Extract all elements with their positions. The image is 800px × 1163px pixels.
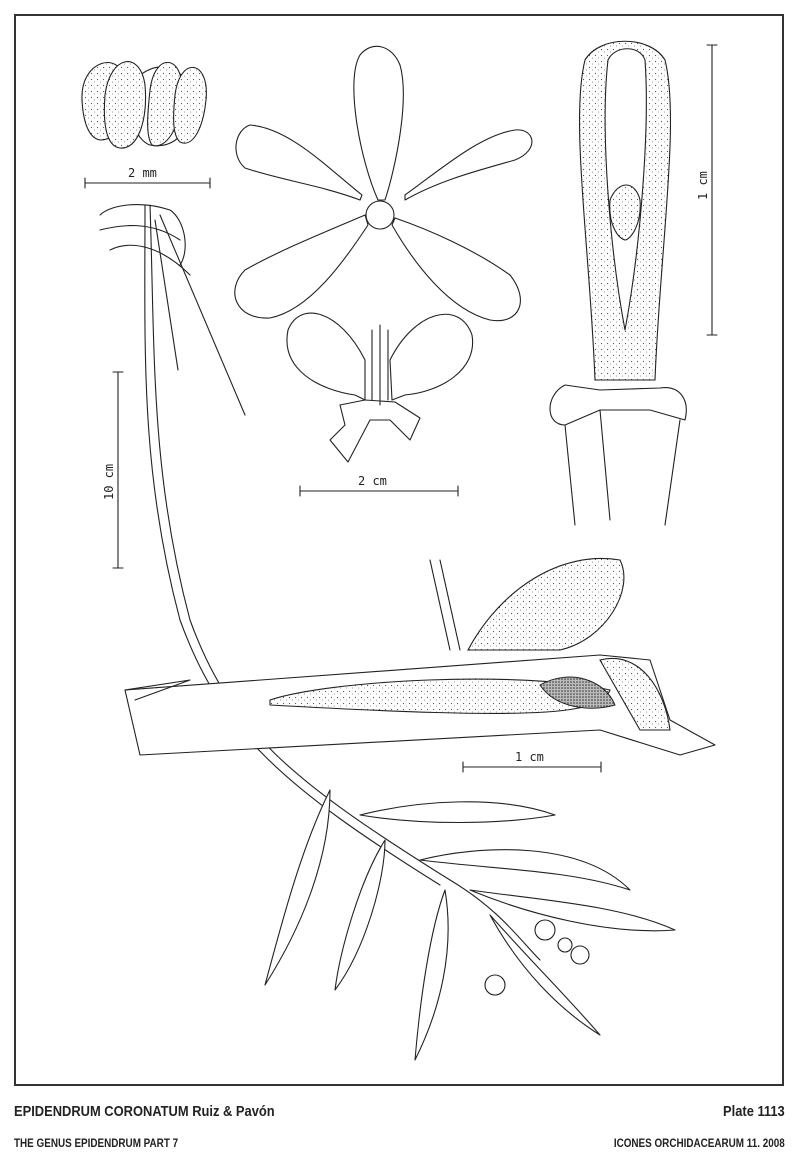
species-title: EPIDENDRUM CORONATUM Ruiz & Pavón (14, 1103, 275, 1120)
scale-bar-flower: 2 cm (299, 474, 459, 497)
journal-citation: ICONES ORCHIDACEARUM 11. 2008 (614, 1138, 785, 1150)
flower-section-drawing (124, 558, 716, 756)
botanical-illustration: 2 mm 2 cm 1 cm (14, 14, 784, 1086)
column-drawing (549, 40, 687, 526)
scale-label: 1 cm (696, 171, 710, 200)
scale-bar-column: 1 cm (696, 44, 718, 336)
pollinia-drawing (81, 61, 207, 149)
scale-label: 2 mm (128, 166, 157, 180)
scale-label: 10 cm (102, 464, 116, 500)
series-title: THE GENUS EPIDENDRUM PART 7 (14, 1138, 179, 1150)
scale-bar-anther: 2 mm (84, 166, 211, 189)
habit-drawing (99, 204, 676, 1061)
plate-number: Plate 1113 (723, 1103, 785, 1120)
scale-bar-habit: 10 cm (102, 371, 124, 569)
plate-frame (14, 14, 784, 1086)
scale-label: 2 cm (358, 474, 387, 488)
flower-dissection (234, 45, 533, 463)
scale-bar-section: 1 cm (462, 750, 602, 773)
scale-label: 1 cm (515, 750, 544, 764)
